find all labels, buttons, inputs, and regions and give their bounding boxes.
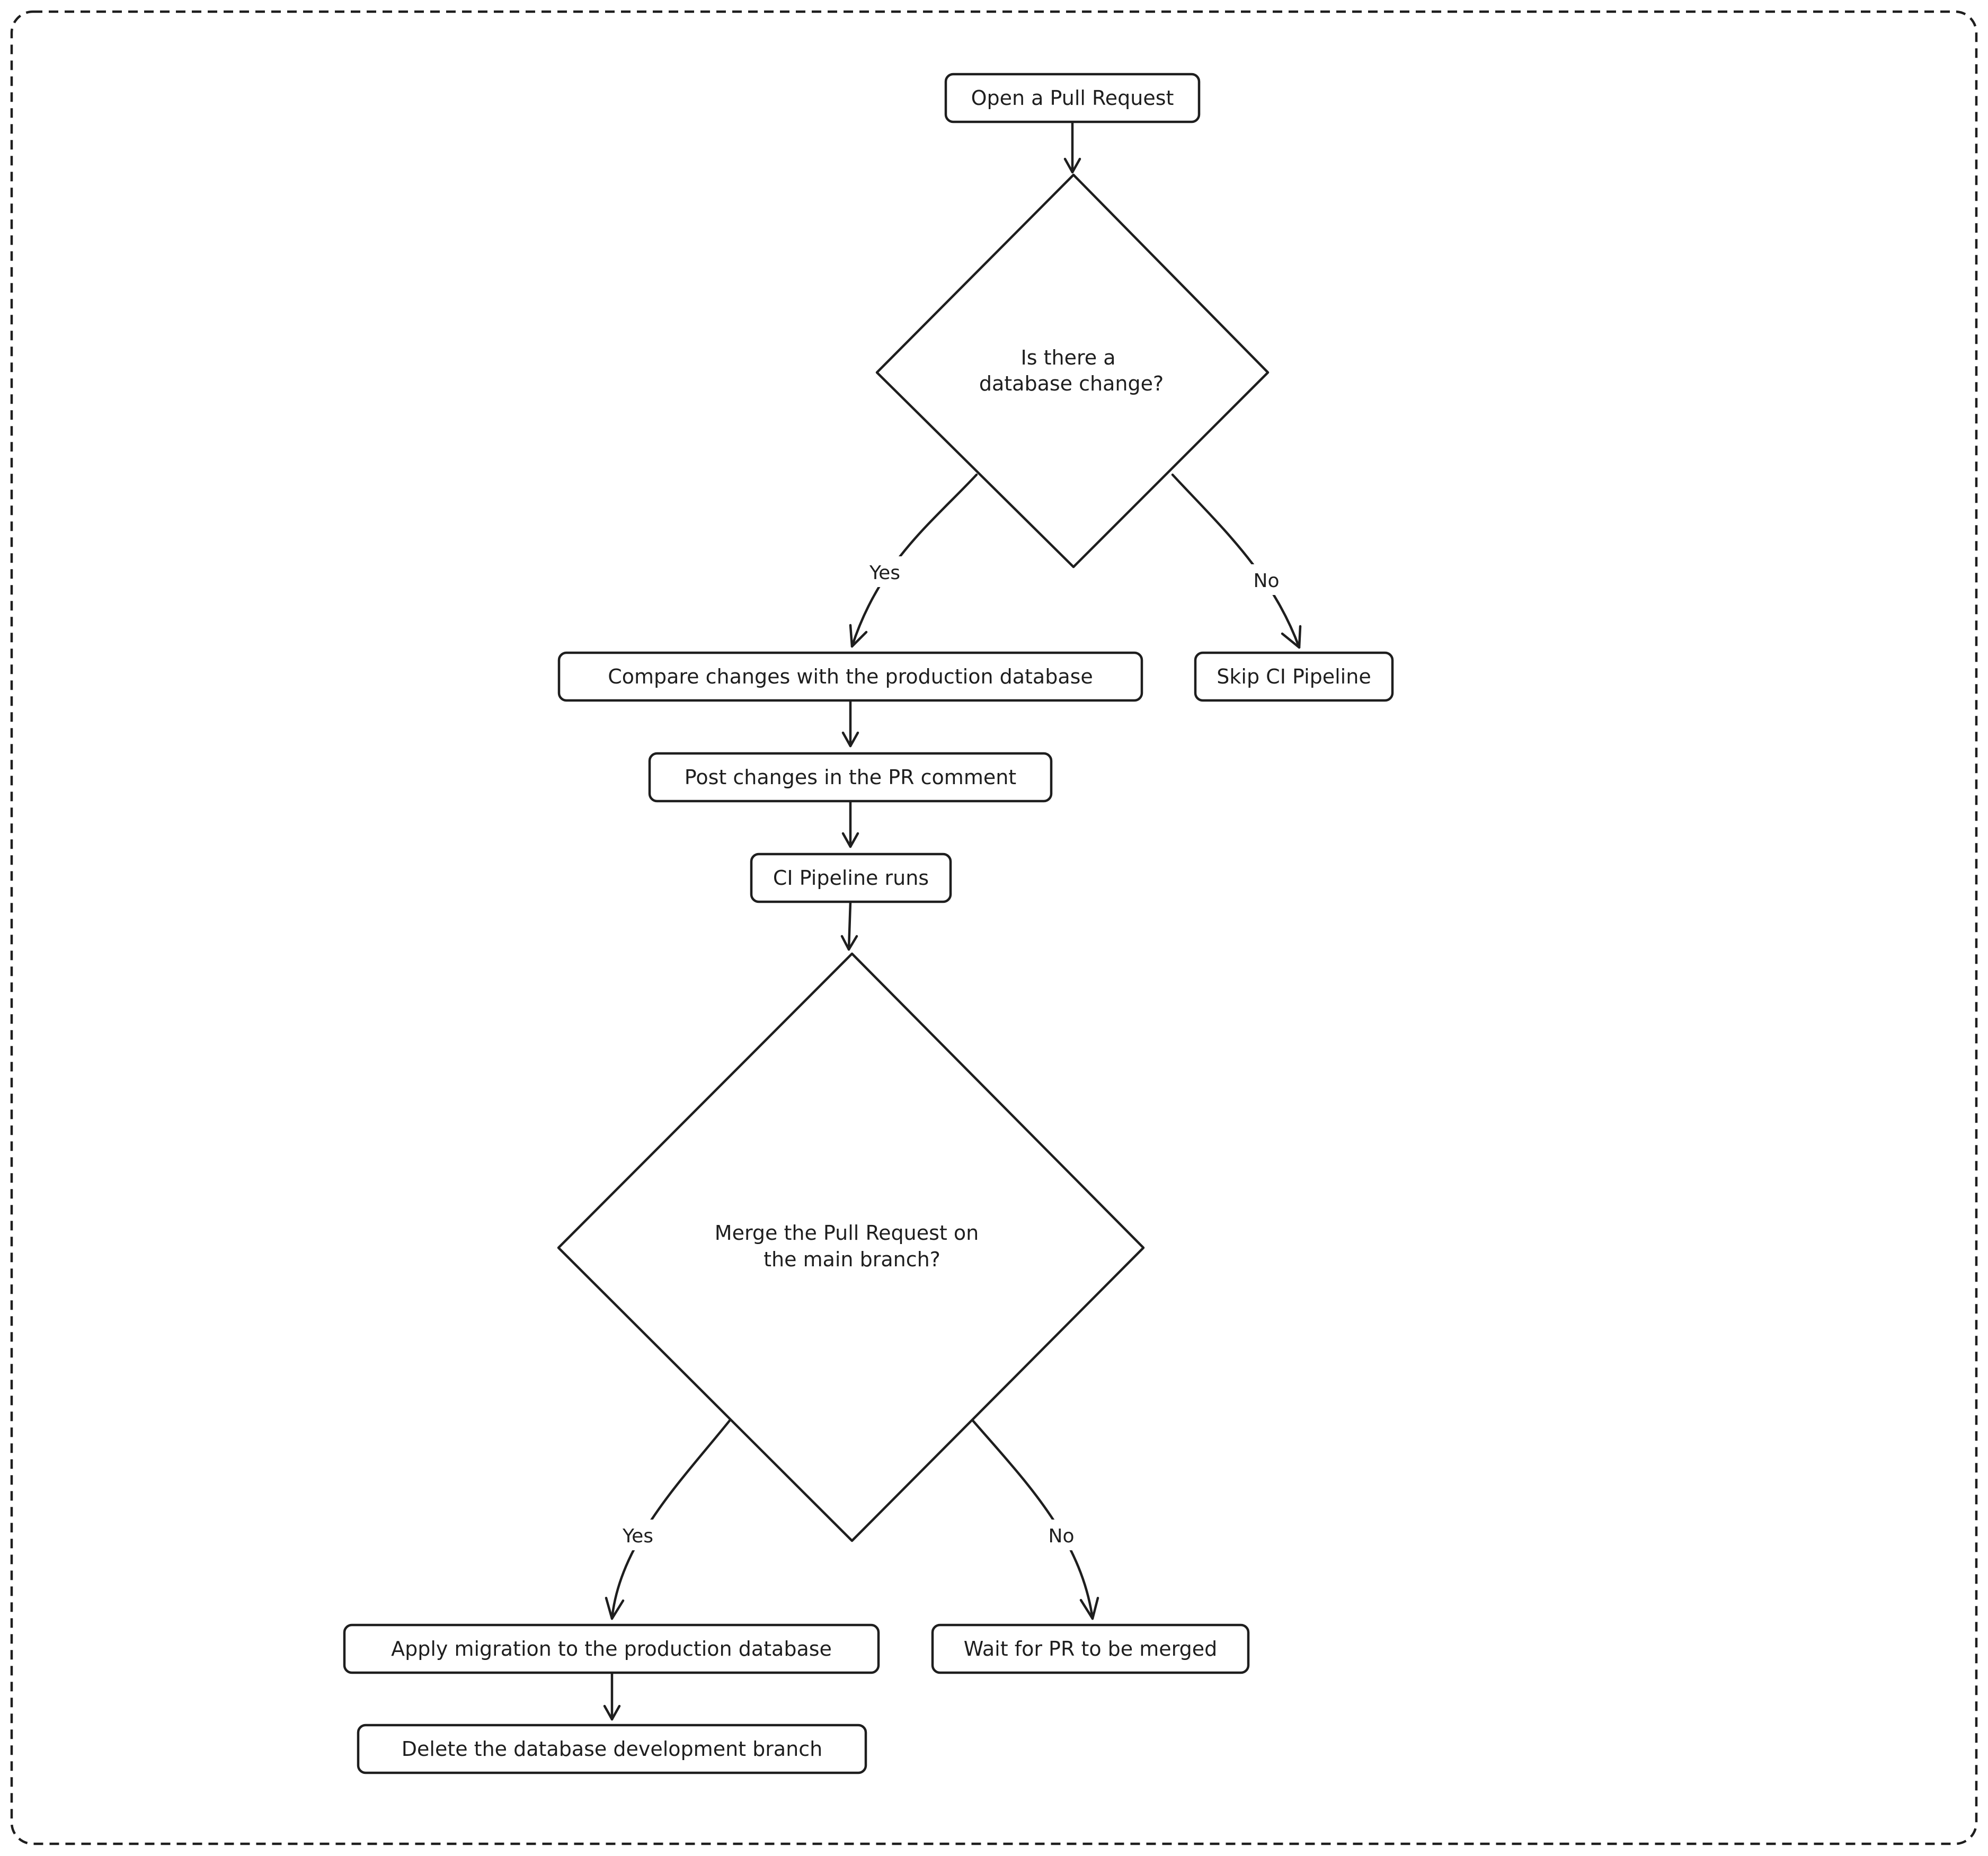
- node-open-pr-label: Open a Pull Request: [971, 86, 1174, 110]
- node-compare-changes[interactable]: Compare changes with the production data…: [557, 651, 1143, 702]
- node-wait-merge-label: Wait for PR to be merged: [964, 1637, 1217, 1660]
- arrowhead-ci-to-decision: [840, 935, 858, 951]
- arrowhead-open-pr: [1063, 157, 1081, 174]
- node-compare-changes-label: Compare changes with the production data…: [608, 665, 1093, 688]
- node-apply-migration[interactable]: Apply migration to the production databa…: [343, 1623, 880, 1674]
- node-post-changes[interactable]: Post changes in the PR comment: [648, 752, 1053, 803]
- arrowhead-db-no: [1281, 625, 1302, 649]
- edge-merge-yes: [610, 1418, 732, 1620]
- arrowhead-merge-no: [1079, 1596, 1099, 1620]
- edge-label-bg-merge-no: [1045, 1520, 1078, 1550]
- node-ci-runs-label: CI Pipeline runs: [773, 866, 929, 890]
- edge-label-db-no: No: [1254, 570, 1280, 592]
- node-ci-runs[interactable]: CI Pipeline runs: [750, 852, 952, 903]
- arrowhead-compare-to-post: [841, 731, 859, 748]
- decision-merge-label-line1: Merge the Pull Request on: [715, 1221, 979, 1245]
- decision-db-change[interactable]: Is there a database change?: [875, 173, 1270, 569]
- arrowhead-merge-yes: [605, 1596, 625, 1620]
- arrowhead-apply-to-delete: [603, 1704, 621, 1721]
- arrowhead-post-to-ci: [841, 832, 859, 848]
- diagram-frame: [10, 10, 1978, 1845]
- edge-label-bg-db-no: [1250, 564, 1284, 595]
- node-delete-branch[interactable]: Delete the database development branch: [357, 1724, 867, 1774]
- edge-db-yes: [850, 473, 978, 648]
- edge-label-merge-no: No: [1049, 1525, 1075, 1547]
- arrowhead-db-yes: [849, 624, 868, 648]
- node-skip-ci-label: Skip CI Pipeline: [1217, 665, 1371, 688]
- edge-db-no: [1171, 473, 1301, 649]
- edge-merge-no: [971, 1418, 1094, 1620]
- node-open-pr[interactable]: Open a Pull Request: [944, 73, 1201, 123]
- node-apply-migration-label: Apply migration to the production databa…: [391, 1637, 832, 1660]
- edge-label-merge-yes: Yes: [622, 1525, 653, 1547]
- edge-label-bg-merge-yes: [619, 1520, 657, 1550]
- edge-label-bg-db-yes: [866, 556, 903, 587]
- decision-merge[interactable]: Merge the Pull Request on the main branc…: [557, 952, 1145, 1542]
- node-post-changes-label: Post changes in the PR comment: [685, 766, 1016, 789]
- edge-label-db-yes: Yes: [869, 562, 900, 584]
- decision-db-change-label-line1: Is there a: [1021, 346, 1116, 369]
- node-delete-branch-label: Delete the database development branch: [402, 1737, 822, 1761]
- node-wait-merge[interactable]: Wait for PR to be merged: [931, 1623, 1250, 1674]
- node-skip-ci[interactable]: Skip CI Pipeline: [1194, 651, 1394, 702]
- decision-merge-label-line2: the main branch?: [764, 1248, 940, 1271]
- decision-db-change-label-line2: database change?: [979, 372, 1164, 395]
- edge-ci-to-decision: [847, 900, 852, 951]
